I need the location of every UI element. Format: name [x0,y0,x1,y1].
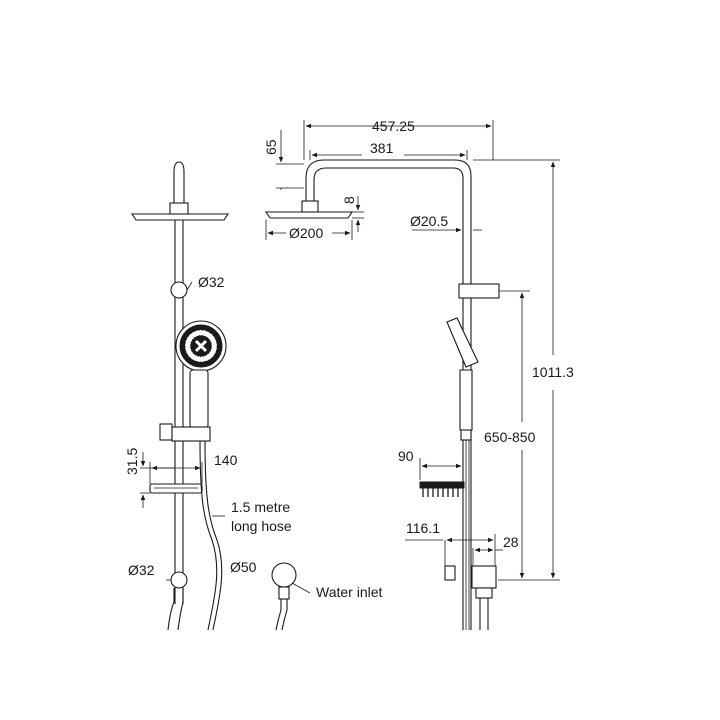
dim-head-thickness: 8 [341,196,357,204]
dim-overall-height: 1011.3 [532,364,574,380]
dim-top-bracket-diameter: Ø32 [198,274,225,290]
side-shelf [419,481,465,489]
dim-bottom-bracket-diameter: Ø32 [128,562,155,578]
side-hand-handle [459,369,473,431]
front-slider [171,426,211,442]
front-view [130,161,297,631]
front-hand-handle [189,369,209,429]
hose-callout-line1: 1.5 metre [231,499,290,515]
dim-inlet-spacing: 28 [503,534,519,550]
side-slider [458,283,500,299]
dim-rail-diameter: Ø20.5 [410,213,448,229]
front-shelf [149,483,203,494]
front-top-bracket [170,281,188,299]
side-shower-head [264,211,354,219]
dim-inlet-offset: 116.1 [406,520,440,536]
side-view [264,159,500,630]
dim-inlet-diameter: Ø50 [230,559,257,575]
side-inlet-body [471,565,497,589]
dim-arm-drop: 65 [263,139,279,155]
side-head-connector [301,200,319,213]
dim-head-diameter: Ø200 [289,225,323,241]
side-dimensions: 457.25 381 65 8 Ø200 Ø20.5 1011.3 [263,118,574,581]
water-inlet-callout: Water inlet [316,584,383,600]
front-shower-head [130,213,230,221]
dim-overall-arm: 457.25 [372,118,415,134]
dim-shelf-depth: 90 [398,448,414,464]
hose-callout-line2: long hose [231,518,292,534]
front-head-connector [169,202,189,215]
front-bottom-bracket [170,571,188,589]
dim-bracket-height: 31.5 [124,448,140,475]
front-dimensions: Ø32 31.5 140 1.5 metre long hose Ø32 Ø50… [124,274,383,600]
dim-shelf-width: 140 [214,452,238,468]
dim-slide-range: 650-850 [484,429,536,445]
side-bottom-bracket [444,565,456,581]
front-slider-knob [159,423,173,441]
front-shower-arm [173,161,185,208]
side-hand-shower [446,317,479,368]
dim-arm-reach: 381 [370,140,394,156]
